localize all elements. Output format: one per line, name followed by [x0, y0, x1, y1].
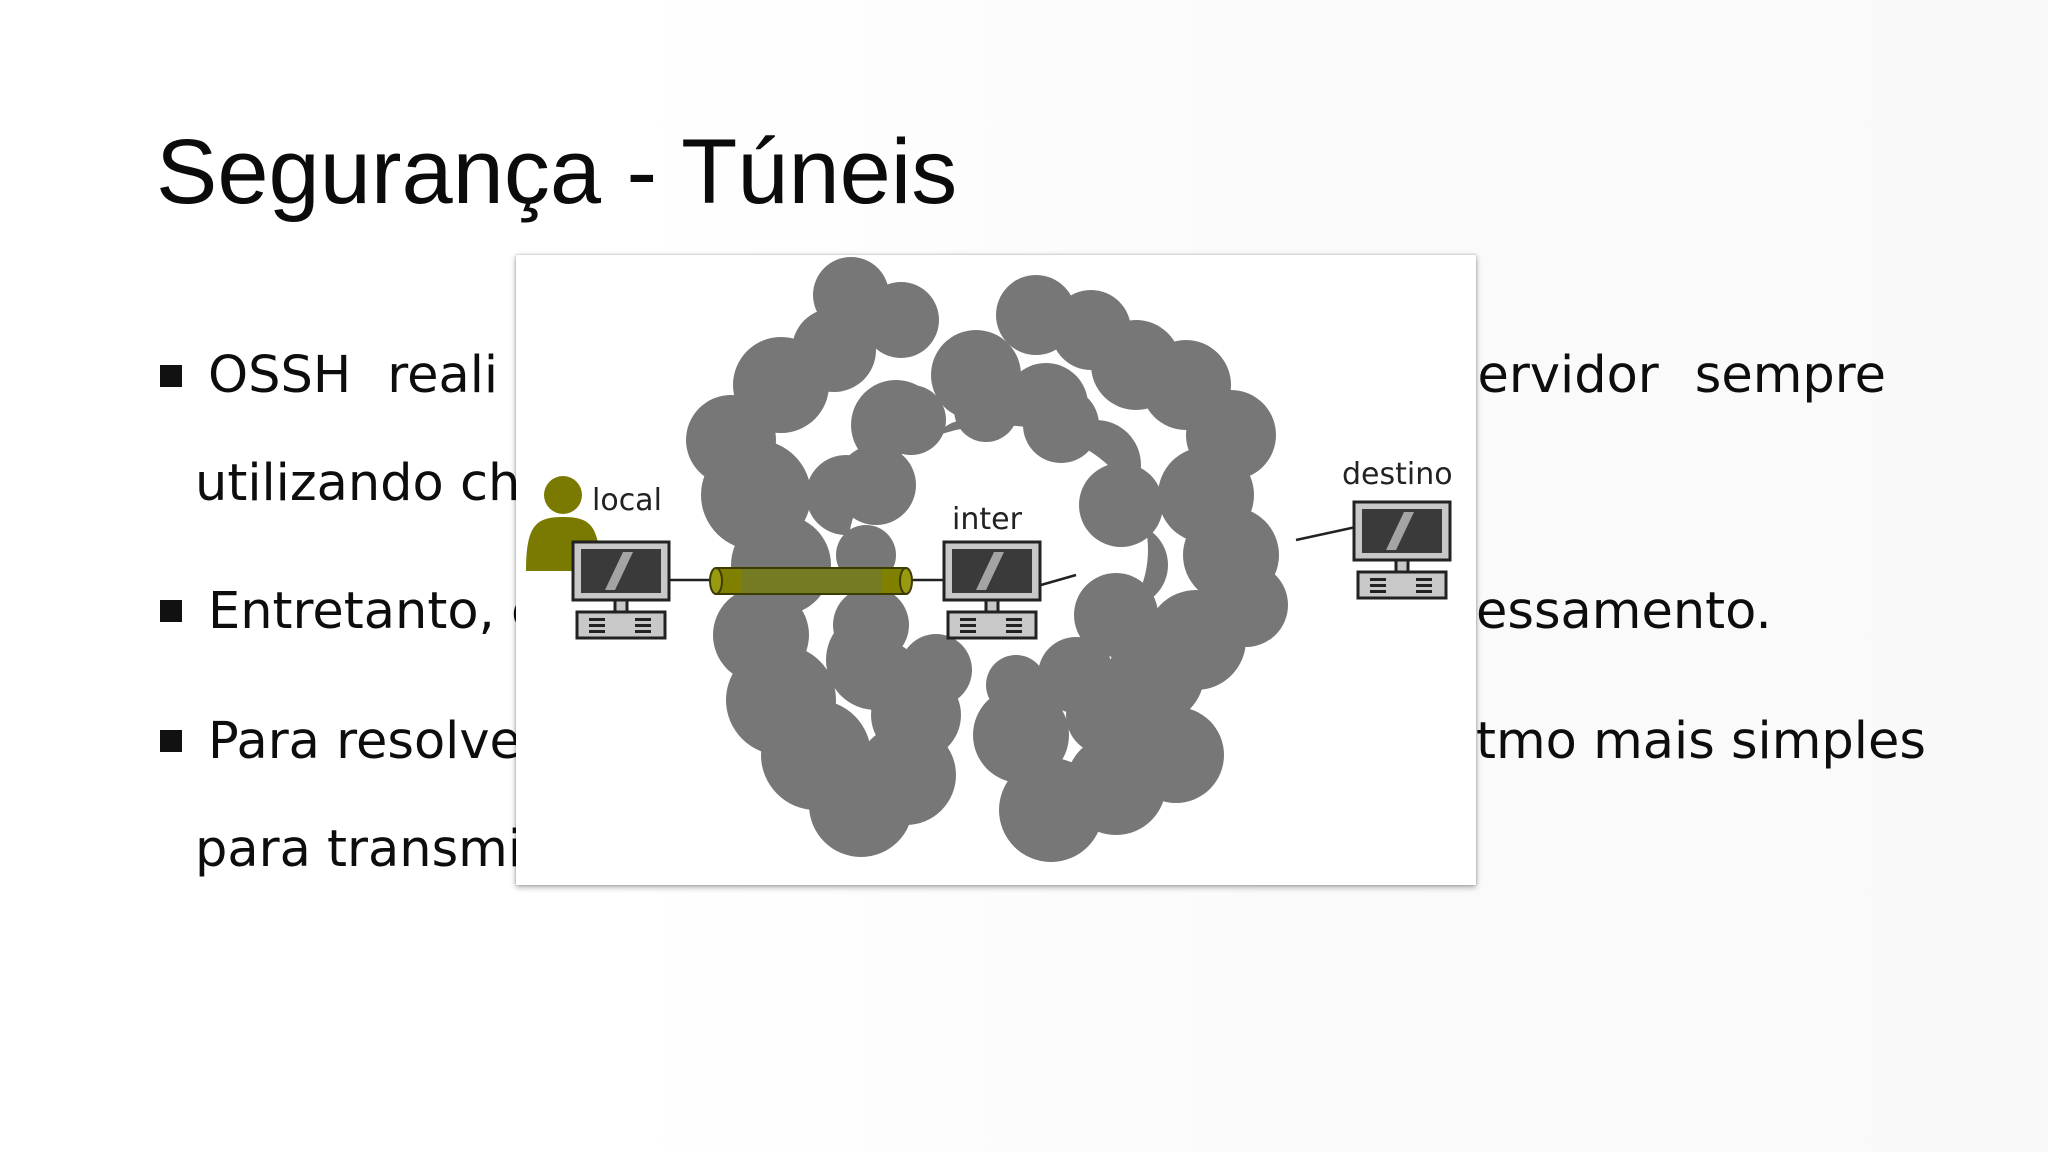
link-destino	[1295, 525, 1357, 542]
bullet-1-word: O	[208, 346, 249, 405]
label-inter: inter	[952, 502, 1022, 537]
bullet-marker	[160, 365, 182, 387]
bullet-1-word: reali	[387, 346, 499, 405]
bullet-2-line-2: essamento.	[1476, 582, 1772, 641]
link-inter-right	[1040, 573, 1077, 587]
bullet-3-line-3: para transmit	[195, 820, 543, 879]
label-local: local	[592, 483, 662, 518]
computer-icon	[942, 540, 1042, 640]
bullet-1-word: SSH	[248, 346, 352, 405]
bullet-1-line-2: utilizando cha	[195, 454, 552, 513]
bullet-1-line-1: O SSH reali servidor sempre	[208, 346, 1886, 406]
bullet-2-line-1: Entretanto, e	[208, 582, 543, 641]
bullet-1-word: sempre	[1694, 346, 1886, 405]
label-destino: destino	[1342, 457, 1453, 492]
computer-icon	[1352, 500, 1452, 600]
bullet-1-word: servidor	[1450, 346, 1659, 405]
bullet-3-line-1: Para resolver	[208, 712, 542, 771]
diagram-canvas	[526, 257, 1452, 862]
slide-title: Segurança - Túneis	[156, 121, 958, 223]
bullet-marker	[160, 600, 182, 622]
computer-icon	[571, 540, 671, 640]
cloud-inner-edge	[833, 378, 1163, 715]
tunnel-diagram: local inter destino	[516, 255, 1476, 885]
tunnel	[709, 567, 913, 595]
bullet-marker	[160, 730, 182, 752]
bullet-3-line-2: tmo mais simples	[1476, 712, 1926, 771]
